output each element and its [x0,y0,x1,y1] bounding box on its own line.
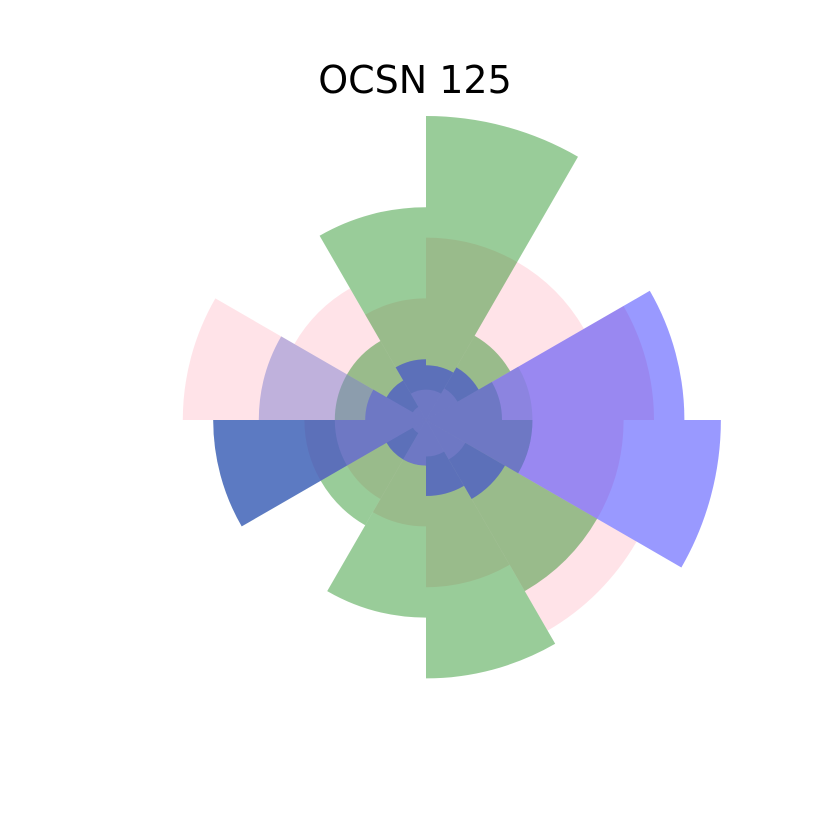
wedge-series2-sector5 [426,420,598,592]
wedge-series1-sector11 [294,288,426,420]
wedge-series4-sector4 [426,420,533,474]
wedge-series1-sector5 [426,420,637,631]
wedge-series4-sector10 [258,336,426,420]
wedge-series2-sector6 [426,420,556,679]
wedge-series1-sector8 [347,420,426,499]
wedge-series4-sector12 [410,389,426,420]
wedge-series1-sector12 [365,298,426,420]
wedge-series2-sector11 [347,341,426,420]
wedge-series1-sector2 [426,262,584,420]
wedge-series4-sector7 [403,420,426,466]
wedge-series2-sector12 [319,207,426,420]
wedge-series4-sector1 [426,389,442,420]
wedge-series1-sector1 [426,237,518,420]
wedge-series2-sector7 [327,420,426,618]
wedge-series4-sector3 [426,366,533,420]
wedge-series2-sector8 [320,420,426,526]
wedge-series4-sector5 [426,420,466,460]
wedge-series4-sector9 [334,420,426,466]
chart-title: OCSN 125 [318,58,512,102]
wedge-series4-sector11 [412,406,426,420]
wedge-series1-sector6 [426,420,510,588]
wedge-layer [182,116,721,679]
wedge-series2-sector1 [426,116,578,420]
wedge-series4-sector8 [412,420,426,434]
wedge-series4-sector2 [426,388,458,420]
wedge-series4-sector6 [426,420,445,457]
